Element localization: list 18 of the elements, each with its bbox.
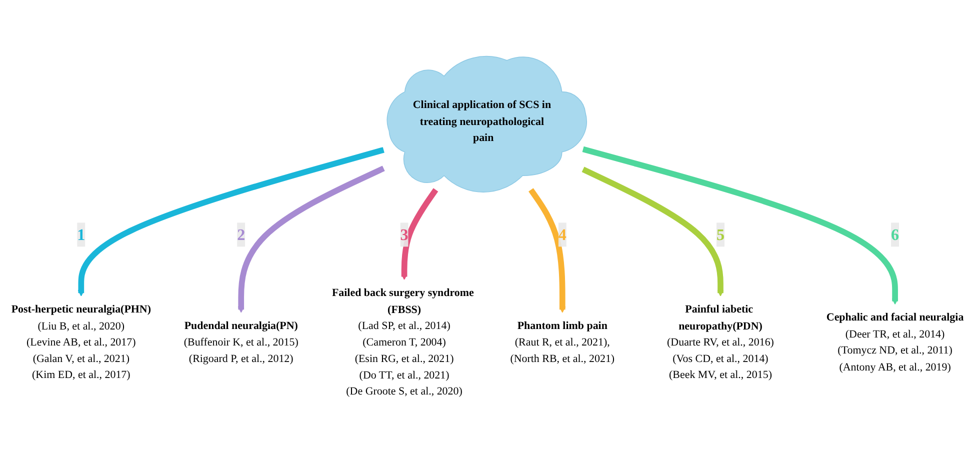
node-text: Cephalic and facial neuralgia (Deer TR, et al., 2014) (Tomycz ND, et al., 2011) (Antony AB, et al., 2019): [826, 312, 964, 373]
node-text: Failed back surgery syndrome (FBSS) (Lad SP, et al., 2014) (Cameron T, 2004) (Esin RG, et al., 2021) (Do TT, et al., 2021) (De Groote S, et al., 2020): [332, 287, 474, 398]
edge-label: 6: [891, 226, 900, 244]
arrow: [582, 166, 724, 296]
edge-label: 2: [237, 226, 246, 244]
arrow: [401, 188, 438, 280]
arrow: [582, 146, 898, 305]
arrow: [78, 147, 384, 296]
node-text: Painful iabetic neuropathy(PDN) (Duarte RV, et al., 2016) (Vos CD, et al., 2014) (Beek MV, et al., 2015): [667, 304, 774, 382]
arrow: [528, 188, 566, 313]
node-text: Pudendal neuralgia(PN) (Buffenoir K, et al., 2015) (Rigoard P, et al., 2012): [184, 320, 298, 365]
edge-label: 1: [77, 226, 86, 244]
arrow: [238, 166, 385, 313]
edge-label: 3: [400, 226, 408, 244]
node-text: Phantom limb pain (Raut R, et al., 2021), (North RB, et al., 2021): [510, 320, 615, 365]
edge-label: 4: [558, 226, 566, 244]
node-text: Post-herpetic neuralgia(PHN) (Liu B, et al., 2020) (Levine AB, et al., 2017) (Galan V, et al., 2021) (Kim ED, et al., 2017): [11, 304, 151, 382]
edge-label: 5: [716, 226, 725, 244]
